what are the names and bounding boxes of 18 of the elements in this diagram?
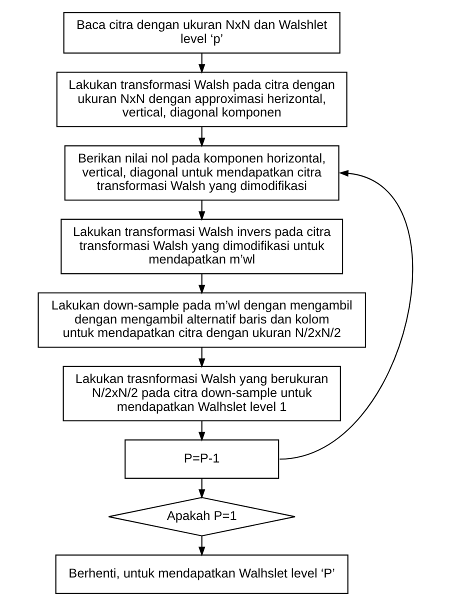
arrow: [198, 347, 206, 368]
arrow: [198, 53, 206, 74]
arrow: [198, 126, 206, 148]
arrow: [198, 536, 206, 556]
node-box: P=P-1: [124, 439, 280, 479]
arrow: [198, 274, 206, 294]
arrow: [198, 478, 206, 499]
node-box: Berhenti, untuk mendapatkan Walhslet level ‘P’: [55, 554, 348, 594]
node-box: Lakukan transformasi Walsh pada citra dengan ukuran NxN dengan approximasi herizontal, vertical, diagonal komponen: [56, 72, 348, 128]
node-box: Berikan nilai nol pada komponen horizontal, vertical, diagonal untuk mendapatkan citra transformasi Walsh yang dimodifikasi: [64, 145, 340, 201]
arrow: [198, 420, 206, 442]
node-box: Lakukan trasnformasi Walsh yang berukuran N/2xN/2 pada citra down-sample untuk mendapatkan Walhslet level 1: [62, 366, 341, 422]
node-diamond: Apakah P=1: [108, 496, 296, 536]
arrow: [198, 200, 206, 221]
arrow: [280, 170, 413, 460]
node-box: Lakukan transformasi Walsh invers pada citra transformasi Walsh yang dimodifikasi untuk mendapatkan m’wl: [60, 218, 344, 274]
node-box: Baca citra dengan ukuran NxN dan Walshlet level ‘p’: [63, 12, 340, 54]
node-box: Lakukan down-sample pada m’wl dengan mengambil dengan mengambil alternatif baris dan kolom untuk mendapatkan citra dengan ukuran N/2xN/2: [38, 292, 366, 348]
